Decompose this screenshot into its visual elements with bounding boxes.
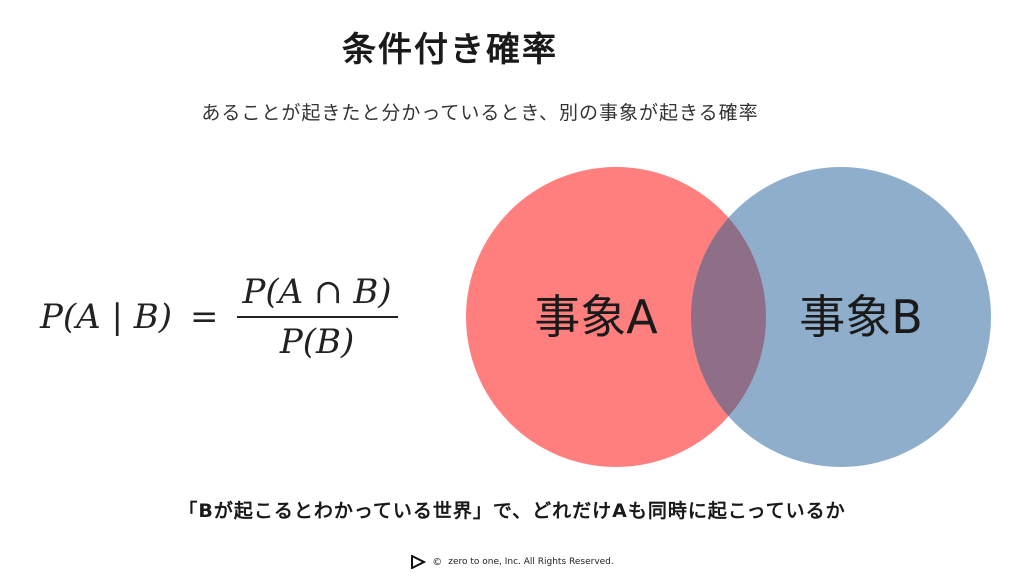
page-title: 条件付き確率 xyxy=(342,30,558,70)
formula-fraction: P(A ∩ B) P(B) xyxy=(236,272,398,362)
footer: © zero to one, Inc. All Rights Reserved. xyxy=(0,555,1024,569)
event-a-label: 事象A xyxy=(534,290,658,344)
formula-lhs: P(A | B) xyxy=(40,297,173,337)
event-a-circle xyxy=(466,167,766,467)
formula-equals: = xyxy=(190,297,219,337)
footer-text: zero to one, Inc. All Rights Reserved. xyxy=(448,557,614,567)
conditional-probability-formula: P(A | B) = P(A ∩ B) P(B) xyxy=(40,272,398,362)
page-subtitle: あることが起きたと分かっているとき、別の事象が起きる確率 xyxy=(201,102,759,124)
formula-denominator: P(B) xyxy=(279,322,355,362)
play-triangle-logo-icon xyxy=(411,555,427,569)
copyright-icon: © xyxy=(432,556,443,568)
event-b-circle xyxy=(691,167,991,467)
fraction-bar xyxy=(236,316,398,318)
formula-numerator: P(A ∩ B) xyxy=(242,272,392,312)
caption: 「Bが起こるとわかっている世界」で、どれだけAも同時に起こっているか xyxy=(178,500,846,522)
event-b-label: 事象B xyxy=(799,290,923,344)
